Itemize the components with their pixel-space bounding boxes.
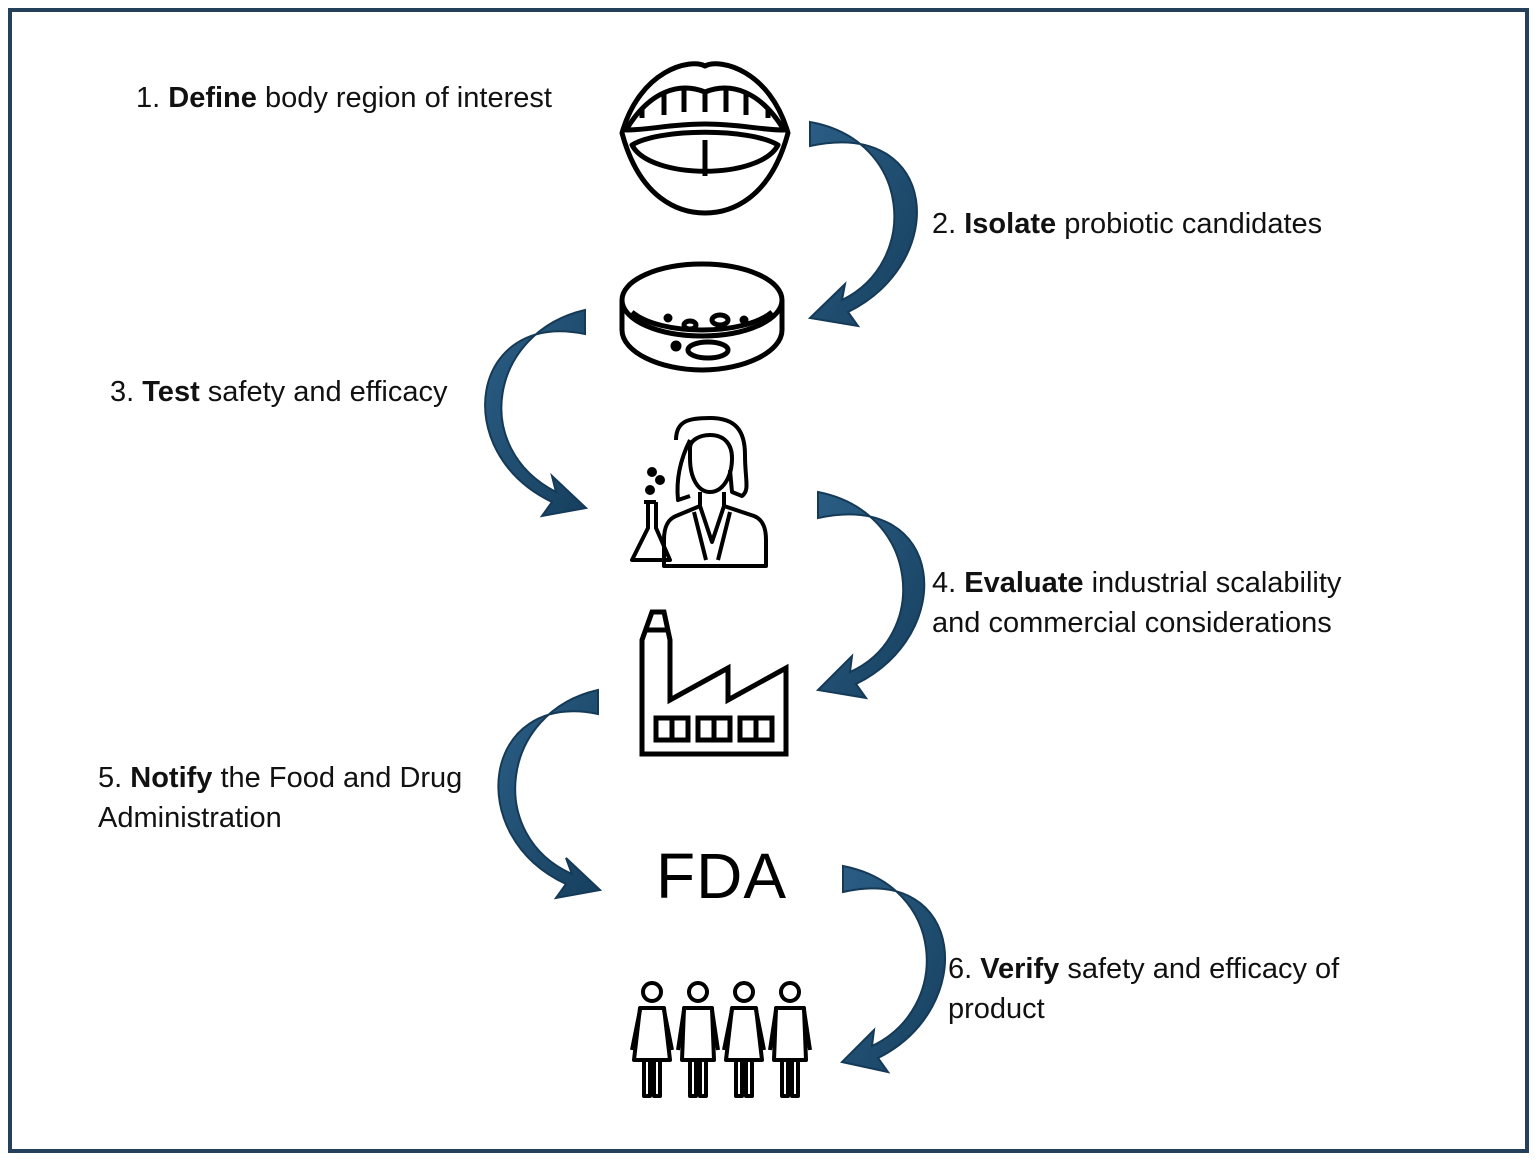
step-6-label: 6. Verify safety and efficacy of product [948, 953, 1340, 1025]
step-2-label: 2. Isolate probiotic candidates [932, 208, 1323, 240]
arrow-4-to-5 [497, 688, 603, 900]
fda-label: FDA [656, 840, 787, 912]
arrow-3-to-4 [815, 490, 926, 700]
factory-icon [639, 609, 789, 757]
step-1-label: 1. Define body region of interest [136, 82, 552, 114]
arrow-5-to-6 [839, 864, 947, 1074]
arrow-1-to-2 [807, 120, 918, 328]
diagram-frame [8, 8, 1529, 1153]
step-4-label: 4. Evaluate industrial scalability and c… [932, 567, 1342, 639]
step-3-label: 3. Test safety and efficacy [110, 376, 448, 408]
mouth-icon [619, 61, 791, 216]
petri-dish-icon [619, 261, 785, 373]
arrow-2-to-3 [484, 308, 589, 518]
scientist-icon [630, 416, 768, 568]
people-icon [630, 981, 812, 1098]
step-5-label: 5. Notify the Food and Drug Administrati… [98, 762, 463, 834]
